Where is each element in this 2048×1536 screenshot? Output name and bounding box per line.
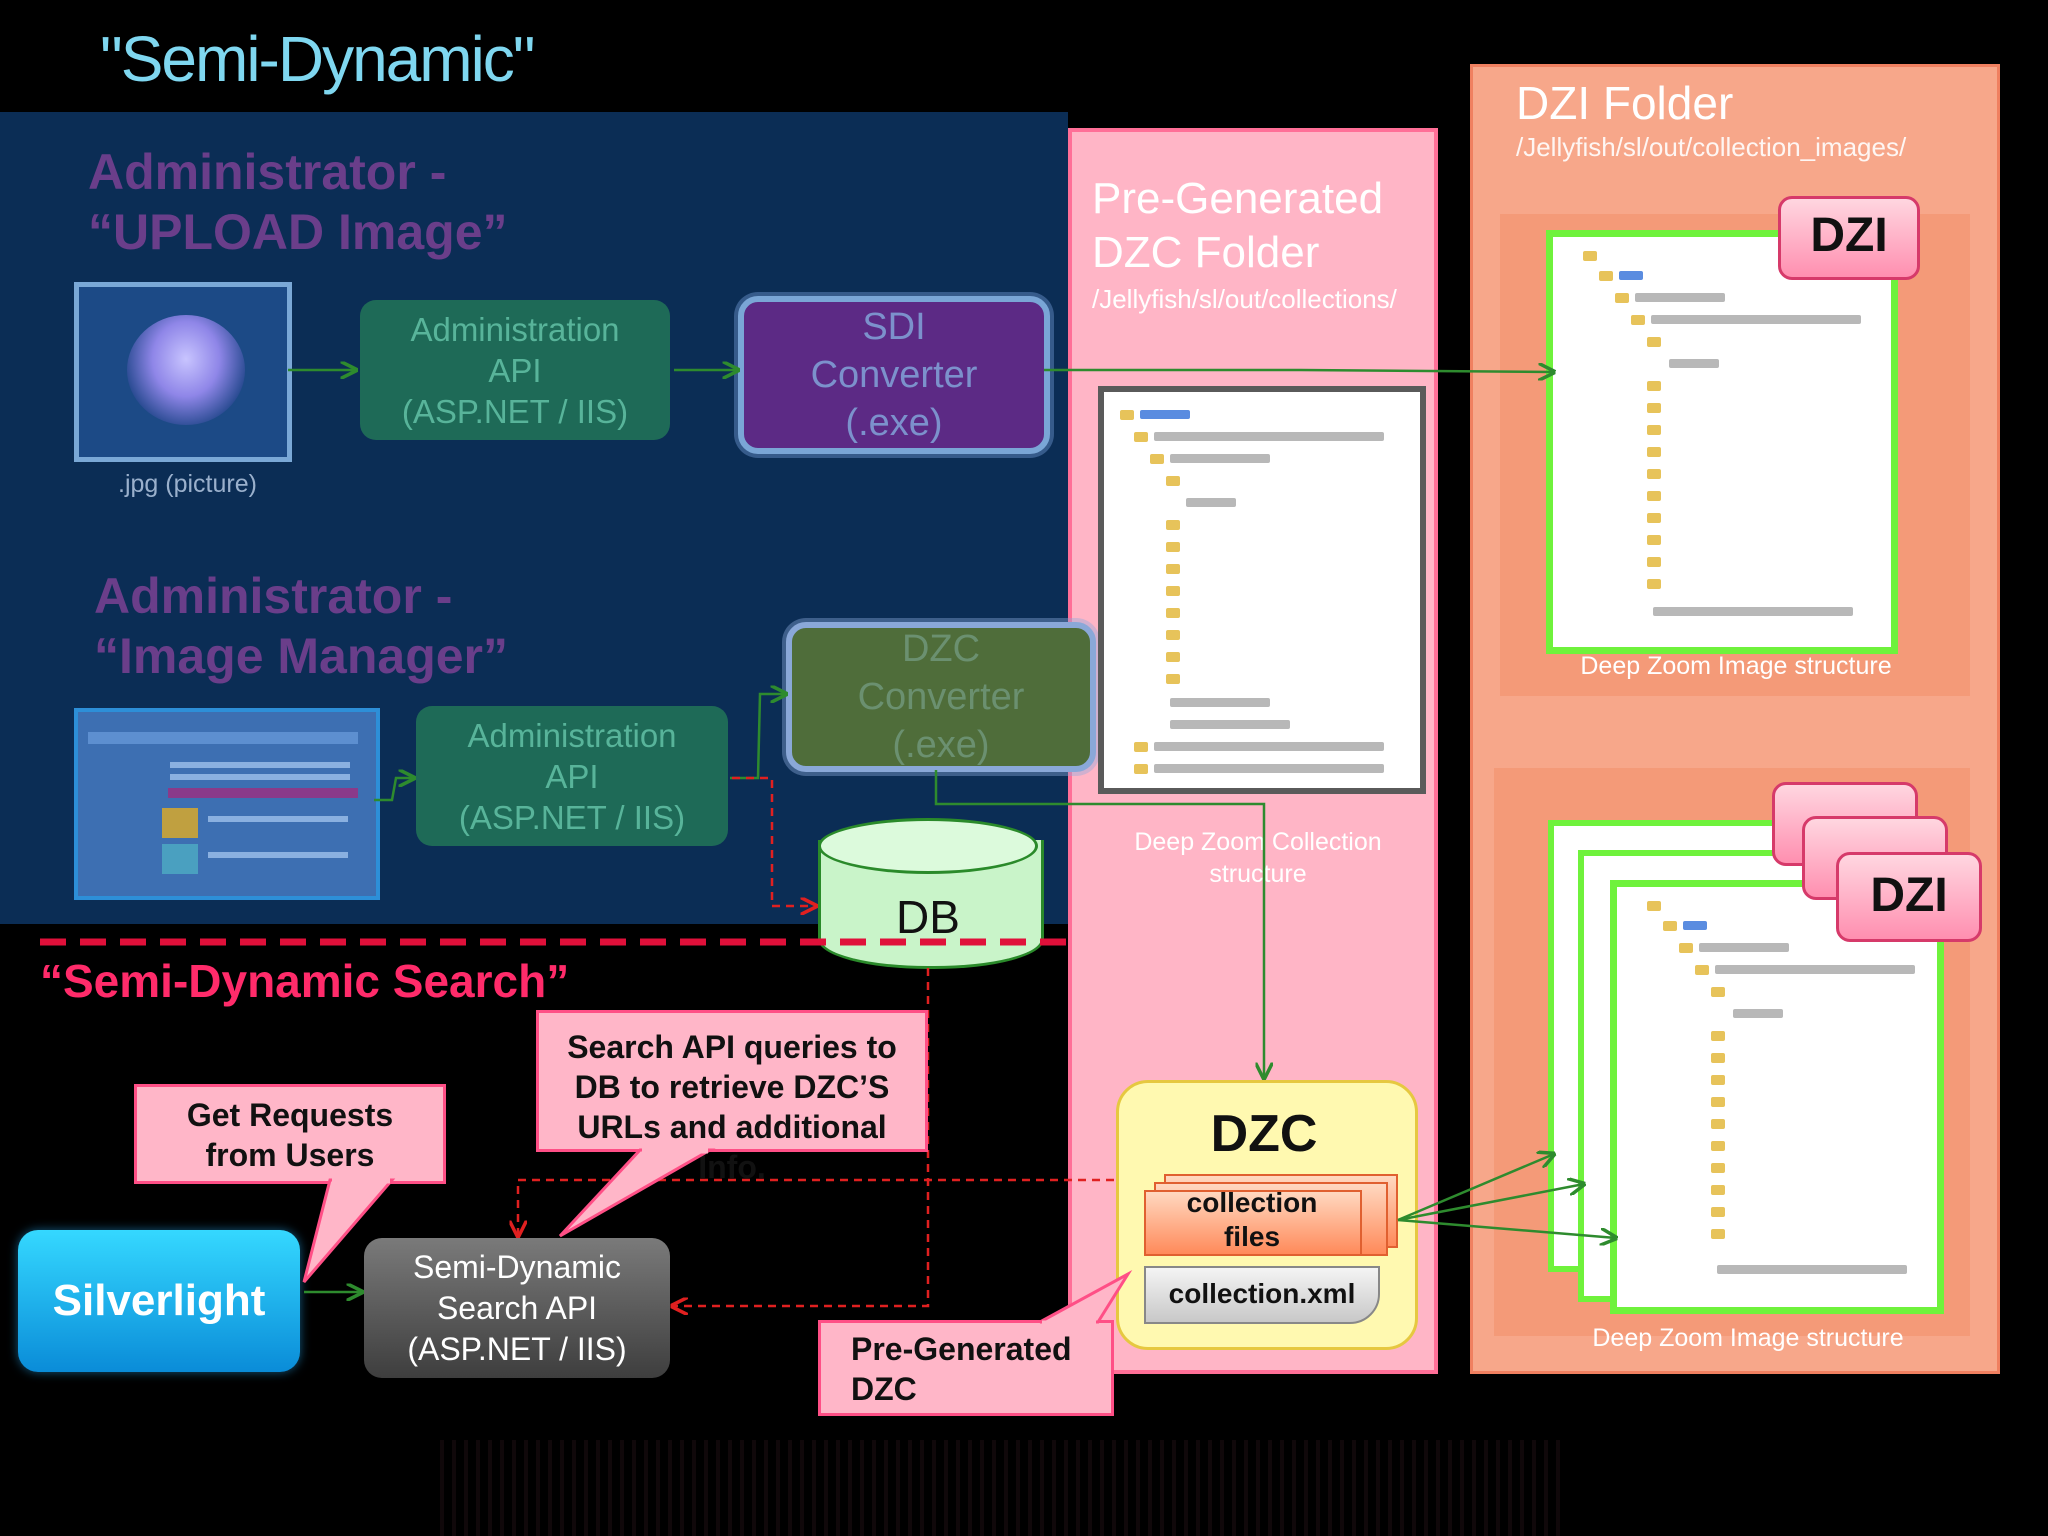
image-manager-screenshot (74, 708, 380, 900)
dzi-tree-bottom (1610, 880, 1944, 1314)
connector-dzc-to-search-api (518, 1178, 1114, 1236)
callout-get-requests: Get Requests from Users (134, 1084, 446, 1184)
database-top (818, 818, 1038, 874)
sdi-converter: SDI Converter (.exe) (738, 296, 1050, 454)
collection-xml-card: collection.xml (1144, 1266, 1380, 1324)
callout-tail-search-queries (558, 1148, 716, 1238)
slide-title: "Semi-Dynamic" (100, 23, 535, 95)
callout-pre-generated-dzc: Pre-Generated DZC (818, 1320, 1114, 1416)
admin-manager-heading: Administrator - “Image Manager” (94, 568, 509, 684)
administration-api-upload: Administration API (ASP.NET / IIS) (360, 300, 670, 440)
pre-generated-folder-path: /Jellyfish/sl/out/collections/ (1092, 284, 1397, 314)
dzi-caption-bottom: Deep Zoom Image structure (1592, 1324, 1904, 1352)
dzc-title: DZC (1210, 1105, 1318, 1163)
pre-generated-folder-title: Pre-Generated DZC Folder (1092, 174, 1384, 277)
dzi-caption-top: Deep Zoom Image structure (1580, 652, 1892, 680)
callout-search-api-queries: Search API queries to DB to retrieve DZC… (536, 1010, 928, 1185)
dzi-badge-top: DZI (1778, 196, 1920, 280)
admin-upload-heading: Administrator - “UPLOAD Image” (88, 144, 508, 260)
administration-api-manager: Administration API (ASP.NET / IIS) (416, 706, 728, 846)
background-decoration (440, 1440, 1560, 1536)
collection-files-card (1144, 1190, 1362, 1256)
database-label: DB (896, 891, 960, 943)
dzi-badge-bottom: DZI (1836, 852, 1982, 942)
semi-dynamic-search-api: Semi-Dynamic Search API (ASP.NET / IIS) (364, 1238, 670, 1378)
collection-files-label: collection files (1186, 1187, 1318, 1252)
dzi-tree-top (1546, 230, 1898, 654)
silverlight-client: Silverlight (18, 1230, 300, 1372)
picture-caption: .jpg (picture) (118, 470, 257, 498)
collection-tree-screenshot (1098, 386, 1426, 794)
collection-structure-caption: Deep Zoom Collection structure (1134, 828, 1382, 888)
dzc-converter: DZC Converter (.exe) (786, 622, 1096, 772)
jellyfish-picture (74, 282, 292, 462)
dzi-folder-title: DZI Folder (1516, 77, 1734, 129)
semi-dynamic-search-heading: “Semi-Dynamic Search” (40, 955, 570, 1007)
dzi-folder-path: /Jellyfish/sl/out/collection_images/ (1516, 132, 1907, 162)
